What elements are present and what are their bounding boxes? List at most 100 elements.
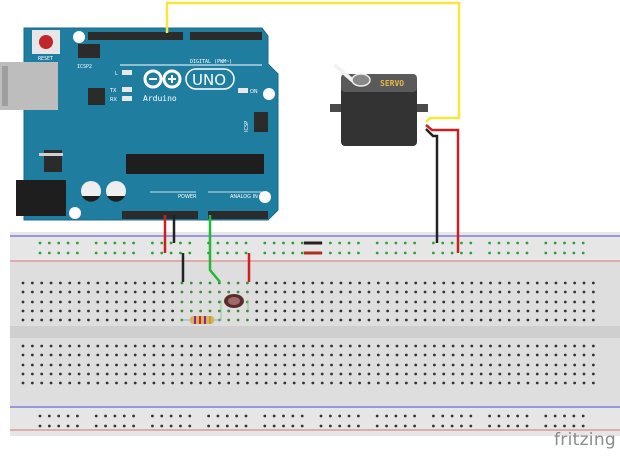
breadboard-hole[interactable]: [311, 281, 315, 285]
breadboard-hole[interactable]: [105, 353, 109, 357]
breadboard-hole[interactable]: [246, 381, 249, 385]
breadboard-hole[interactable]: [264, 281, 268, 285]
rail-hole[interactable]: [432, 414, 435, 418]
breadboard-hole[interactable]: [563, 363, 567, 367]
breadboard-hole[interactable]: [563, 353, 567, 357]
breadboard-hole[interactable]: [451, 281, 455, 285]
breadboard-hole[interactable]: [21, 372, 25, 376]
breadboard-hole[interactable]: [77, 363, 81, 367]
rail-hole[interactable]: [300, 241, 304, 245]
breadboard-hole[interactable]: [582, 318, 586, 322]
breadboard-hole[interactable]: [461, 344, 464, 348]
breadboard-hole[interactable]: [152, 372, 156, 376]
breadboard-hole[interactable]: [105, 318, 109, 322]
breadboard-hole[interactable]: [105, 344, 109, 348]
breadboard-hole[interactable]: [21, 353, 25, 357]
breadboard-hole[interactable]: [404, 300, 408, 304]
breadboard-hole[interactable]: [115, 309, 118, 313]
breadboard-hole[interactable]: [208, 381, 212, 385]
breadboard-hole[interactable]: [582, 309, 586, 313]
breadboard-hole[interactable]: [535, 281, 539, 285]
breadboard-hole[interactable]: [143, 372, 146, 376]
breadboard-hole[interactable]: [264, 372, 268, 376]
rail-hole[interactable]: [460, 424, 463, 428]
rail-hole[interactable]: [403, 424, 407, 428]
breadboard-hole[interactable]: [171, 381, 175, 385]
rail-hole[interactable]: [581, 241, 585, 245]
breadboard-hole[interactable]: [59, 372, 62, 376]
breadboard-hole[interactable]: [348, 344, 352, 348]
breadboard-hole[interactable]: [563, 318, 567, 322]
rail-hole[interactable]: [572, 424, 576, 428]
rail-hole[interactable]: [544, 251, 548, 255]
breadboard-hole[interactable]: [414, 290, 418, 294]
breadboard-hole[interactable]: [442, 281, 446, 285]
breadboard-hole[interactable]: [591, 353, 595, 357]
breadboard-hole[interactable]: [189, 381, 193, 385]
breadboard-hole[interactable]: [133, 309, 137, 313]
breadboard-hole[interactable]: [348, 372, 352, 376]
breadboard-hole[interactable]: [573, 372, 577, 376]
breadboard-hole[interactable]: [105, 363, 109, 367]
breadboard-hole[interactable]: [246, 353, 249, 357]
breadboard-hole[interactable]: [68, 353, 72, 357]
rail-hole[interactable]: [460, 241, 463, 245]
breadboard-hole[interactable]: [591, 381, 595, 385]
breadboard-hole[interactable]: [143, 381, 146, 385]
breadboard-hole[interactable]: [442, 309, 446, 313]
breadboard-hole[interactable]: [30, 290, 34, 294]
rail-hole[interactable]: [188, 251, 192, 255]
breadboard-hole[interactable]: [96, 309, 100, 313]
breadboard-hole[interactable]: [152, 363, 156, 367]
breadboard-hole[interactable]: [582, 372, 586, 376]
rail-hole[interactable]: [319, 424, 323, 428]
breadboard-hole[interactable]: [479, 372, 483, 376]
rail-hole[interactable]: [432, 424, 435, 428]
rail-hole[interactable]: [216, 414, 220, 418]
breadboard-hole[interactable]: [451, 372, 455, 376]
breadboard-hole[interactable]: [433, 281, 436, 285]
rail-hole[interactable]: [282, 414, 285, 418]
rail-hole[interactable]: [132, 414, 136, 418]
rail-hole[interactable]: [38, 251, 42, 255]
breadboard-hole[interactable]: [386, 363, 390, 367]
breadboard-hole[interactable]: [68, 344, 72, 348]
breadboard-hole[interactable]: [386, 372, 390, 376]
breadboard-hole[interactable]: [395, 309, 399, 313]
breadboard-hole[interactable]: [77, 290, 81, 294]
rail-hole[interactable]: [563, 251, 566, 255]
breadboard-hole[interactable]: [433, 300, 436, 304]
breadboard-hole[interactable]: [433, 363, 436, 367]
breadboard-hole[interactable]: [274, 300, 277, 304]
breadboard-hole[interactable]: [49, 318, 53, 322]
breadboard-hole[interactable]: [30, 381, 34, 385]
breadboard-hole[interactable]: [255, 290, 259, 294]
breadboard-hole[interactable]: [217, 309, 221, 313]
rail-hole[interactable]: [225, 251, 229, 255]
breadboard-hole[interactable]: [133, 290, 137, 294]
breadboard-hole[interactable]: [236, 381, 240, 385]
breadboard-hole[interactable]: [152, 290, 156, 294]
breadboard-hole[interactable]: [161, 281, 165, 285]
breadboard-hole[interactable]: [507, 309, 511, 313]
rail-hole[interactable]: [544, 414, 548, 418]
breadboard-hole[interactable]: [582, 381, 586, 385]
breadboard-hole[interactable]: [451, 309, 455, 313]
breadboard-hole[interactable]: [189, 300, 193, 304]
breadboard-hole[interactable]: [535, 309, 539, 313]
breadboard-hole[interactable]: [414, 344, 418, 348]
breadboard-hole[interactable]: [386, 281, 390, 285]
breadboard-hole[interactable]: [582, 281, 586, 285]
breadboard-hole[interactable]: [348, 381, 352, 385]
breadboard-hole[interactable]: [105, 381, 109, 385]
breadboard-hole[interactable]: [161, 290, 165, 294]
rail-hole[interactable]: [38, 241, 42, 245]
rail-hole[interactable]: [300, 424, 304, 428]
breadboard-hole[interactable]: [526, 281, 530, 285]
breadboard-hole[interactable]: [264, 309, 268, 313]
breadboard-hole[interactable]: [348, 318, 352, 322]
rail-hole[interactable]: [572, 414, 576, 418]
breadboard-hole[interactable]: [133, 300, 137, 304]
rail-hole[interactable]: [94, 241, 98, 245]
rail-hole[interactable]: [432, 251, 435, 255]
